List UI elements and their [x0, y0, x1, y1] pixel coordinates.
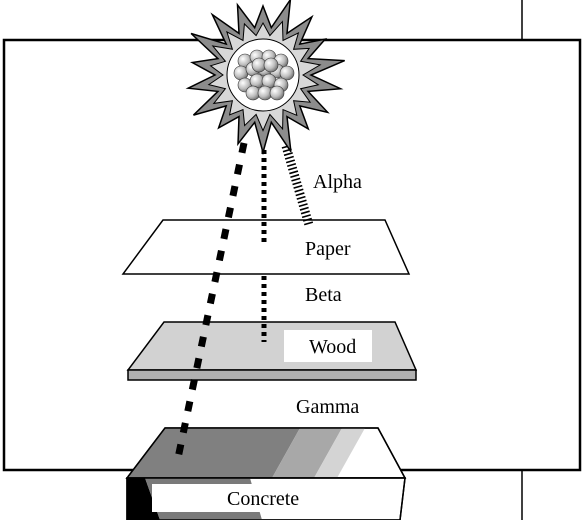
label-alpha: Alpha [313, 171, 362, 193]
alpha-beam [286, 146, 309, 225]
paper-sheet [123, 220, 409, 274]
concrete-top-shade-dark [127, 428, 300, 478]
nucleus-starburst [188, 0, 345, 152]
nucleus-particle [270, 86, 284, 100]
label-concrete: Concrete [227, 488, 299, 510]
nucleus-particle [264, 58, 278, 72]
label-wood: Wood [309, 336, 356, 358]
wood-plank [128, 322, 416, 380]
label-paper: Paper [305, 238, 351, 260]
gamma-ray-path [178, 143, 244, 458]
wood-top-face [128, 322, 416, 370]
label-beta: Beta [305, 284, 342, 306]
label-gamma: Gamma [296, 396, 359, 418]
alpha-ray-path [286, 146, 309, 225]
wood-side-face [128, 370, 416, 380]
gamma-beam [178, 143, 244, 458]
